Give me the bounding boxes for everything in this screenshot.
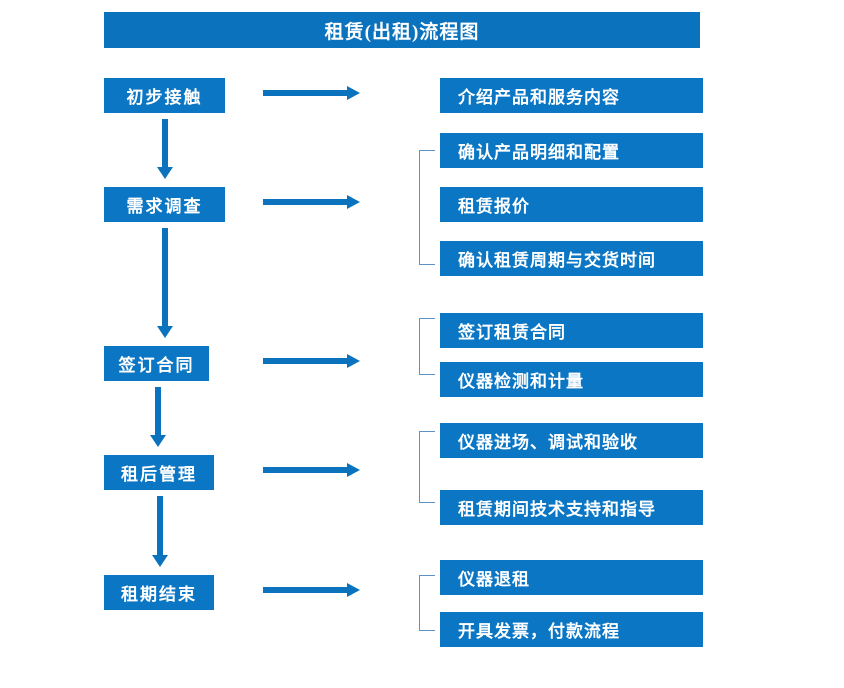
detail-box-5-2[interactable]: 开具发票，付款流程 bbox=[440, 612, 703, 647]
stage-box-1[interactable]: 初步接触 bbox=[104, 78, 225, 113]
detail-arrow-right-2 bbox=[263, 195, 360, 209]
group-bracket-4 bbox=[419, 431, 435, 503]
stage-box-3[interactable]: 签订合同 bbox=[104, 346, 209, 381]
detail-box-4-1[interactable]: 仪器进场、调试和验收 bbox=[440, 423, 703, 458]
group-bracket-3 bbox=[419, 318, 435, 375]
detail-box-2-2[interactable]: 租赁报价 bbox=[440, 187, 703, 222]
detail-arrow-right-5 bbox=[263, 583, 360, 597]
flow-arrow-down-2 bbox=[157, 228, 173, 338]
flow-arrow-down-1 bbox=[157, 119, 173, 179]
detail-box-3-1[interactable]: 签订租赁合同 bbox=[440, 313, 703, 348]
group-bracket-5 bbox=[419, 575, 435, 631]
stage-box-5[interactable]: 租期结束 bbox=[104, 575, 214, 610]
stage-box-2[interactable]: 需求调查 bbox=[104, 187, 225, 222]
group-bracket-2 bbox=[419, 150, 435, 265]
detail-box-5-1[interactable]: 仪器退租 bbox=[440, 560, 703, 595]
detail-box-4-2[interactable]: 租赁期间技术支持和指导 bbox=[440, 490, 703, 525]
detail-arrow-right-4 bbox=[263, 463, 360, 477]
detail-arrow-right-1 bbox=[263, 86, 360, 100]
detail-box-3-2[interactable]: 仪器检测和计量 bbox=[440, 362, 703, 397]
detail-box-2-1[interactable]: 确认产品明细和配置 bbox=[440, 133, 703, 168]
detail-box-2-3[interactable]: 确认租赁周期与交货时间 bbox=[440, 241, 703, 276]
diagram-title: 租赁(出租)流程图 bbox=[104, 12, 700, 48]
flow-arrow-down-3 bbox=[150, 387, 166, 447]
flow-arrow-down-4 bbox=[152, 496, 168, 567]
stage-box-4[interactable]: 租后管理 bbox=[104, 455, 214, 490]
detail-arrow-right-3 bbox=[263, 354, 360, 368]
detail-box-1-1[interactable]: 介绍产品和服务内容 bbox=[440, 78, 703, 113]
